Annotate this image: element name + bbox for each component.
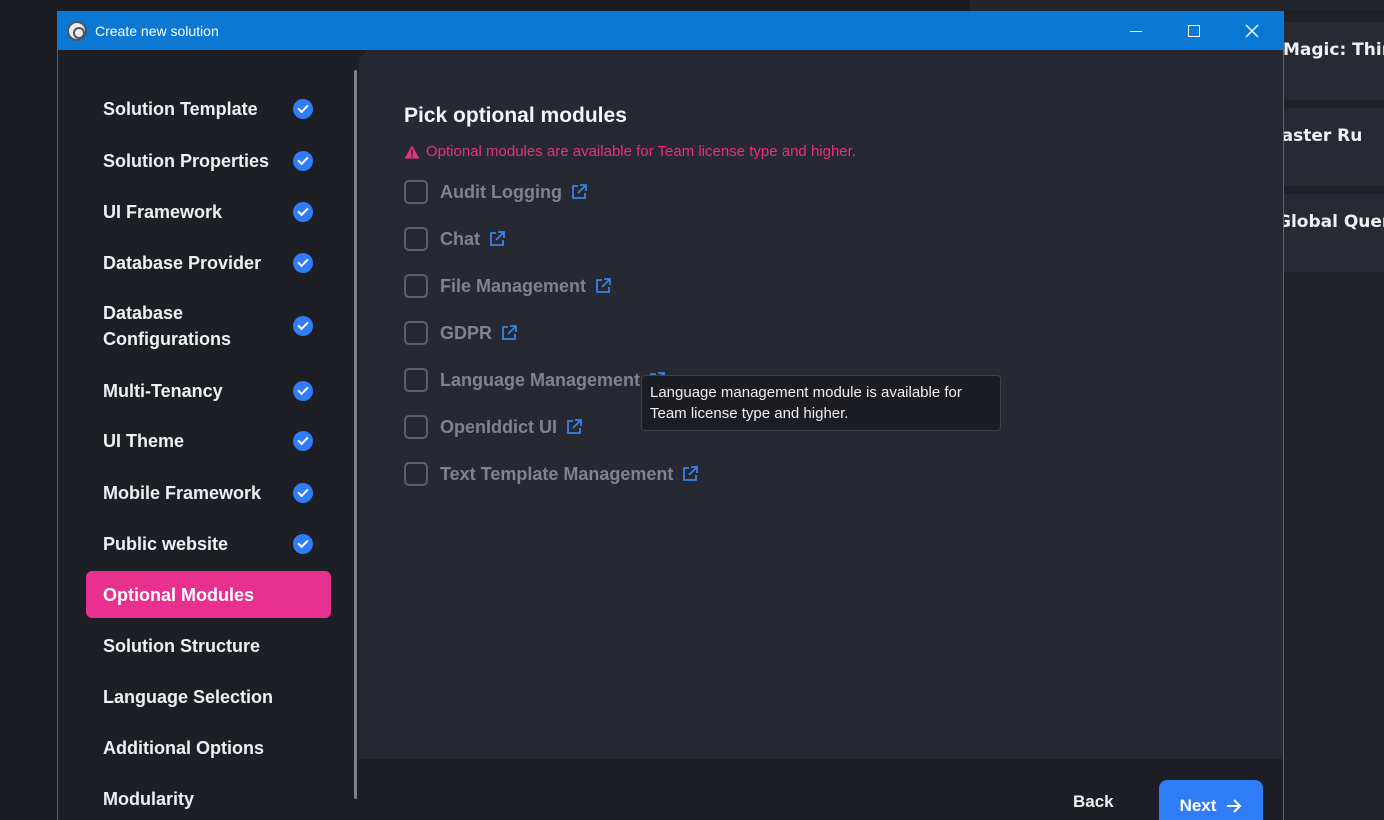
external-link-icon[interactable]	[565, 418, 583, 436]
app-logo-icon	[67, 21, 87, 41]
step-database-provider[interactable]: Database Provider	[86, 238, 331, 288]
external-link-icon[interactable]	[570, 183, 588, 201]
next-button[interactable]: Next	[1159, 780, 1263, 820]
check-circle-icon	[293, 381, 313, 401]
module-language-management: Language Management	[404, 367, 666, 393]
step-ui-theme[interactable]: UI Theme	[86, 416, 331, 466]
back-button[interactable]: Back	[1073, 792, 1114, 811]
step-modularity[interactable]: Modularity	[103, 789, 195, 809]
step-solution-properties[interactable]: Solution Properties	[86, 136, 331, 186]
step-mobile-framework[interactable]: Mobile Framework	[86, 468, 331, 518]
step-language-selection[interactable]: Language Selection	[103, 687, 274, 707]
step-additional-options[interactable]: Additional Options	[103, 738, 264, 758]
close-icon	[1245, 24, 1259, 38]
wizard-steps-sidebar: Solution Template Solution Properties UI…	[58, 50, 358, 820]
module-checkbox[interactable]	[404, 180, 428, 204]
module-checkbox[interactable]	[404, 462, 428, 486]
window-titlebar[interactable]: Create new solution	[58, 12, 1283, 50]
step-ui-framework[interactable]: UI Framework	[86, 187, 331, 237]
module-checkbox[interactable]	[404, 227, 428, 251]
module-checkbox[interactable]	[404, 274, 428, 298]
background-card[interactable]: Magic: Thin	[1283, 22, 1384, 100]
minimize-button[interactable]	[1107, 12, 1165, 50]
check-circle-icon	[293, 253, 313, 273]
module-file-management: File Management	[404, 273, 612, 299]
minimize-icon	[1130, 30, 1142, 32]
window-title: Create new solution	[95, 23, 219, 39]
check-circle-icon	[293, 316, 313, 336]
check-circle-icon	[293, 151, 313, 171]
step-solution-template[interactable]: Solution Template	[86, 84, 331, 134]
sidebar-scrollbar[interactable]	[354, 70, 357, 799]
module-audit-logging: Audit Logging	[404, 179, 588, 205]
external-link-icon[interactable]	[500, 324, 518, 342]
external-link-icon[interactable]	[681, 465, 699, 483]
module-chat: Chat	[404, 226, 506, 252]
background-app-topbar	[970, 0, 1384, 10]
module-openiddict-ui: OpenIddict UI	[404, 414, 583, 440]
create-solution-dialog: Create new solution Solution Template So…	[57, 11, 1284, 820]
module-gdpr: GDPR	[404, 320, 518, 346]
check-circle-icon	[293, 431, 313, 451]
step-multi-tenancy[interactable]: Multi-Tenancy	[86, 366, 331, 416]
language-management-tooltip: Language management module is available …	[641, 375, 1001, 431]
module-checkbox[interactable]	[404, 321, 428, 345]
step-solution-structure[interactable]: Solution Structure	[103, 636, 260, 656]
step-database-configurations[interactable]: Database Configurations	[86, 289, 331, 363]
page-title: Pick optional modules	[404, 104, 627, 127]
step-optional-modules[interactable]: Optional Modules	[86, 571, 331, 618]
arrow-right-icon	[1227, 799, 1242, 813]
background-card[interactable]: Faster Ru	[1283, 108, 1384, 186]
check-circle-icon	[293, 99, 313, 119]
external-link-icon[interactable]	[488, 230, 506, 248]
license-warning: Optional modules are available for Team …	[404, 143, 856, 160]
maximize-button[interactable]	[1165, 12, 1223, 50]
warning-icon	[404, 145, 420, 158]
background-card[interactable]: Global Query	[1283, 194, 1384, 272]
module-text-template-management: Text Template Management	[404, 461, 699, 487]
check-circle-icon	[293, 534, 313, 554]
module-checkbox[interactable]	[404, 368, 428, 392]
external-link-icon[interactable]	[594, 277, 612, 295]
module-checkbox[interactable]	[404, 415, 428, 439]
close-button[interactable]	[1223, 12, 1281, 50]
maximize-icon	[1188, 25, 1200, 37]
check-circle-icon	[293, 202, 313, 222]
check-circle-icon	[293, 483, 313, 503]
step-public-website[interactable]: Public website	[86, 519, 331, 569]
